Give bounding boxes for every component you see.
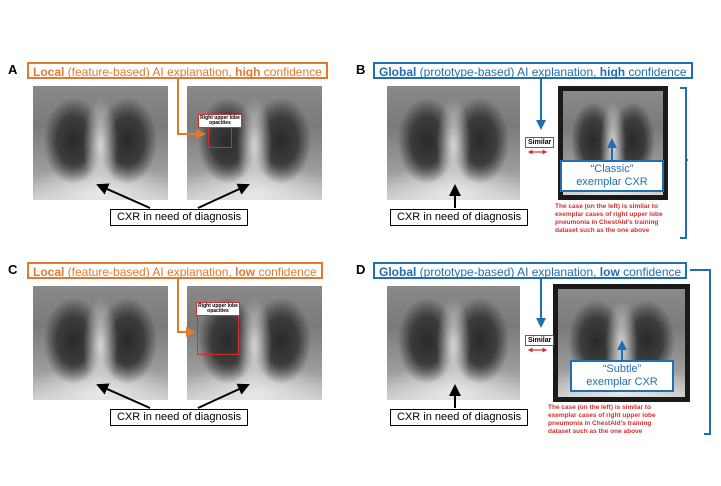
panel-a-roi-label: Right upper lobe opacities xyxy=(198,114,242,128)
panel-b-title-strong: Global xyxy=(379,65,417,79)
panel-d-title-confidence: low xyxy=(599,265,620,279)
panel-d-exemplar-line2: exemplar CXR xyxy=(586,376,658,388)
panel-c-title-strong: Local xyxy=(33,265,65,279)
panel-d-title: Global (prototype-based) AI explanation,… xyxy=(373,262,688,279)
panel-b-note: The case (on the left) is similar to exe… xyxy=(555,203,663,234)
panel-b-bracket xyxy=(680,87,687,239)
panel-a-title-confidence: high xyxy=(235,65,261,79)
panel-c-title: Local (feature-based) AI explanation, lo… xyxy=(27,262,323,279)
panel-a-letter: A xyxy=(8,62,18,77)
panel-b-title-end: confidence xyxy=(625,65,687,79)
panel-c-roi-label: Right upper lobe opacities xyxy=(196,302,240,316)
panel-b-title: Global (prototype-based) AI explanation,… xyxy=(373,62,693,79)
panel-d-note: The case (on the left) is similar to exe… xyxy=(548,404,656,435)
panel-a-title-rest: (feature-based) AI explanation, xyxy=(64,65,236,79)
panel-c-arrow-left xyxy=(96,383,151,409)
panel-a-caption: CXR in need of diagnosis xyxy=(110,209,249,226)
panel-b-xray-query xyxy=(387,86,520,200)
panel-d-title-rest: (prototype-based) AI explanation, xyxy=(416,265,600,279)
panel-d-similar-label: Similar xyxy=(525,335,555,346)
panel-d-exemplar-box: “Subtle” exemplar CXR xyxy=(570,360,674,392)
panel-b-caption: CXR in need of diagnosis xyxy=(390,209,529,226)
panel-a-arrow-left xyxy=(96,183,151,209)
panel-b-similar-label: Similar xyxy=(525,137,555,148)
panel-c-caption: CXR in need of diagnosis xyxy=(110,409,249,426)
panel-d-exemplar-line1: “Subtle” xyxy=(602,363,642,375)
panel-b-exemplar-line2: exemplar CXR xyxy=(576,176,648,188)
panel-d-caption: CXR in need of diagnosis xyxy=(390,409,529,426)
panel-a-orange-connector xyxy=(177,79,206,139)
panel-d-title-strong: Global xyxy=(379,265,417,279)
panel-b-exemplar-line1: “Classic” xyxy=(590,163,634,175)
panel-d-xray-query xyxy=(387,286,520,400)
panel-a-arrow-right xyxy=(197,183,250,209)
panel-c-letter: C xyxy=(8,262,18,277)
panel-a-title-end: confidence xyxy=(260,65,322,79)
panel-b-title-rest: (prototype-based) AI explanation, xyxy=(416,65,600,79)
panel-d-letter: D xyxy=(356,262,366,277)
panel-d-title-end: confidence xyxy=(619,265,682,279)
panel-c-xray-left xyxy=(33,286,168,400)
panel-c-arrow-right xyxy=(197,383,250,409)
panel-a-title-strong: Local xyxy=(33,65,65,79)
panel-a-title: Local (feature-based) AI explanation, hi… xyxy=(27,62,328,79)
panel-b-letter: B xyxy=(356,62,366,77)
panel-b-exemplar-box: “Classic” exemplar CXR xyxy=(560,160,664,192)
panel-c-title-end: confidence xyxy=(255,265,317,279)
panel-a-xray-left xyxy=(33,86,168,200)
panel-d-bracket xyxy=(695,269,711,435)
panel-a-xray-right xyxy=(187,86,322,200)
panel-b-title-confidence: high xyxy=(599,65,626,79)
panel-c-orange-connector xyxy=(177,279,196,337)
panel-c-title-rest: (feature-based) AI explanation, xyxy=(64,265,236,279)
panel-c-title-confidence: low xyxy=(235,265,256,279)
